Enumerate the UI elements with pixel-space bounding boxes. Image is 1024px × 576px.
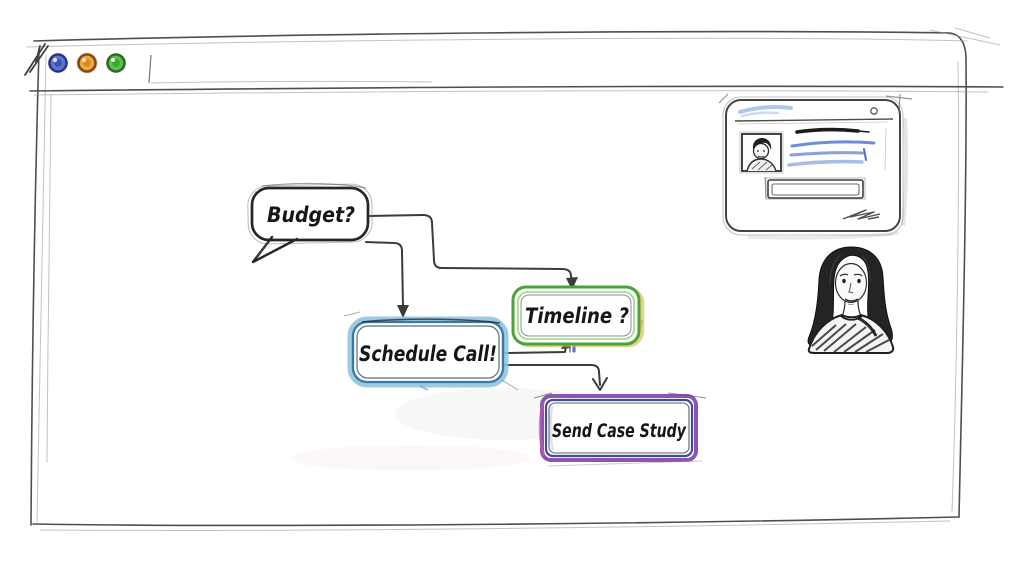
text-scribble-line xyxy=(787,159,864,167)
maximize-light-button[interactable] xyxy=(106,53,126,73)
node-send-case-study[interactable]: Send Case Study xyxy=(533,392,707,467)
timeline-label: Timeline ? xyxy=(525,304,629,328)
portrait-stripes xyxy=(811,323,890,353)
portrait-mouth xyxy=(844,298,859,302)
edge-schedule-sendcase xyxy=(502,364,601,386)
node-budget[interactable]: Budget? xyxy=(247,182,373,264)
titlebar-separator xyxy=(29,85,1004,92)
send-case-study-label: Send Case Study xyxy=(552,420,687,442)
name-stroke xyxy=(795,127,860,134)
schedule-call-label: Schedule Call! xyxy=(359,342,497,366)
corner-hatch xyxy=(24,43,49,76)
flowchart-edges xyxy=(365,214,608,391)
portrait-neck xyxy=(841,300,862,317)
edge-budget-schedule xyxy=(365,241,404,309)
signature-scribble xyxy=(842,209,881,220)
card-button-outline[interactable] xyxy=(764,176,866,200)
portrait-shoulders xyxy=(807,313,895,354)
edge-budget-timeline xyxy=(369,214,573,282)
portrait-brows xyxy=(839,273,863,277)
header-scribble xyxy=(740,111,780,118)
woman-portrait-sketch xyxy=(807,246,895,354)
shadow-smudge xyxy=(290,445,530,471)
traffic-lights xyxy=(48,52,126,74)
avatar-hair xyxy=(752,138,772,150)
close-dot-icon[interactable] xyxy=(870,107,878,115)
browser-window-frame xyxy=(24,27,1004,531)
node-schedule-call[interactable]: Schedule Call! xyxy=(343,311,519,391)
header-scribble xyxy=(738,105,793,114)
avatar-thumbnail xyxy=(739,131,784,174)
profile-card xyxy=(718,93,913,240)
text-scribble-line xyxy=(789,151,865,157)
card-divider xyxy=(734,118,894,122)
edge-arrowhead-open xyxy=(592,377,608,391)
node-timeline[interactable]: Timeline ? xyxy=(511,285,645,348)
text-scribble-line xyxy=(790,140,876,148)
minimize-light-button[interactable] xyxy=(76,52,98,74)
tab-edge-sketch xyxy=(148,54,152,84)
card-corner-overshoot xyxy=(718,93,913,115)
budget-label: Budget? xyxy=(267,203,355,227)
card-shadow xyxy=(901,117,909,227)
close-light-button[interactable] xyxy=(48,53,68,73)
